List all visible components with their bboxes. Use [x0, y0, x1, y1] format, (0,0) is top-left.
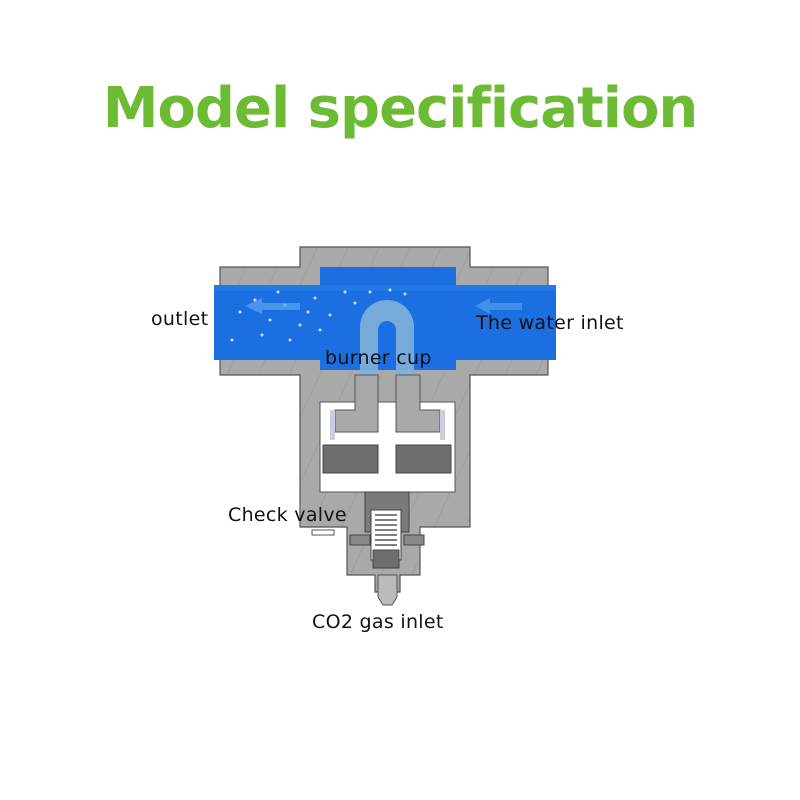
outlet-label: outlet — [151, 308, 209, 330]
burner-cup-tube — [360, 300, 414, 375]
inlet-flow-arrow — [475, 298, 522, 314]
check-valve-label: Check valve — [228, 504, 347, 526]
co2-gas-inlet-label: CO2 gas inlet — [312, 611, 444, 633]
water-inlet-label: The water inlet — [476, 312, 624, 334]
page-title: Model specification — [102, 76, 699, 141]
check-valve — [311, 491, 425, 606]
outlet-flow-arrow — [245, 298, 300, 314]
gas-bubbles — [230, 288, 407, 342]
burner-cup-label: burner cup — [325, 347, 432, 369]
inner-chamber — [319, 374, 456, 493]
